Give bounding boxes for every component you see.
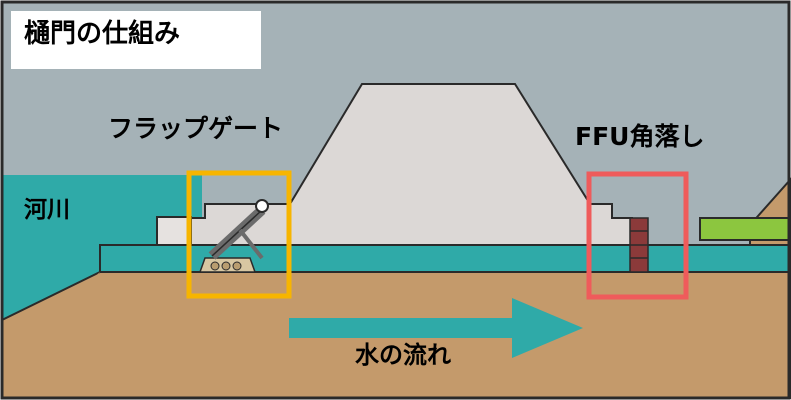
flap-gate-label: フラップゲート [108,114,284,143]
gate-housing-wall [156,216,192,246]
diagram-title: 樋門の仕組み [24,19,181,49]
stoplog-icon [629,217,649,273]
river-label: 河川 [24,197,70,223]
flap-gate-icon [198,199,269,273]
grass-strip [699,217,791,241]
right-arrow-icon [289,298,583,358]
ground-slope [2,245,100,398]
title-box [11,11,261,69]
flap-gate-frame [186,170,292,299]
ffu-stoplog-label: FFU角落し [575,122,705,151]
water-flow-label: 水の流れ [355,341,451,369]
ffu-stoplog-frame [586,171,689,300]
